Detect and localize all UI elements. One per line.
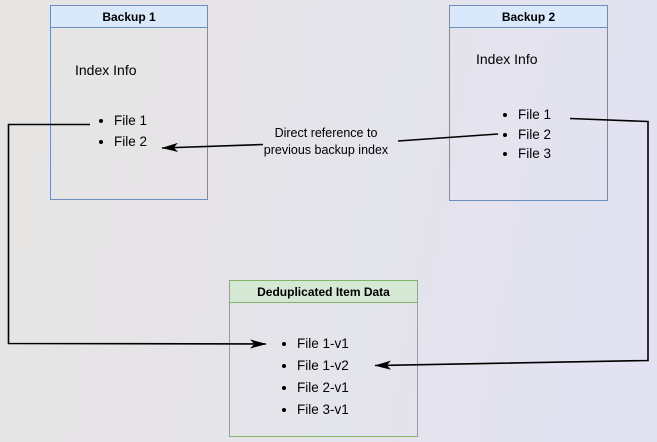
backup2-title: Backup 2 (450, 6, 607, 28)
backup2-section-label: Index Info (476, 51, 538, 67)
file-list-item: File 2 (518, 125, 551, 145)
backup2-box: Backup 2 Index Info File 1 File 2 File 3 (449, 5, 608, 201)
file-list-item: File 1 (114, 110, 147, 131)
dedup-title: Deduplicated Item Data (230, 281, 417, 303)
file-list-item: File 1-v1 (297, 333, 349, 355)
file-list-item: File 2 (114, 131, 147, 152)
backup1-title: Backup 1 (51, 6, 207, 28)
annotation-line-1: Direct reference to (274, 126, 378, 140)
dedup-box: Deduplicated Item Data File 1-v1 File 1-… (229, 280, 418, 437)
file-list-item: File 3-v1 (297, 399, 349, 421)
backup1-section-label: Index Info (75, 62, 137, 78)
direct-reference-annotation: Direct reference to previous backup inde… (250, 125, 402, 159)
dedup-item-list: File 1-v1 File 1-v2 File 2-v1 File 3-v1 (279, 333, 349, 421)
backup2-file-list: File 1 File 2 File 3 (500, 105, 551, 164)
backup1-box: Backup 1 Index Info File 1 File 2 (50, 5, 208, 200)
file-list-item: File 2-v1 (297, 377, 349, 399)
annotation-line-2: previous backup index (263, 143, 389, 157)
file-list-item: File 1 (518, 105, 551, 125)
file-list-item: File 3 (518, 144, 551, 164)
file-list-item: File 1-v2 (297, 355, 349, 377)
backup1-file-list: File 1 File 2 (96, 110, 147, 152)
